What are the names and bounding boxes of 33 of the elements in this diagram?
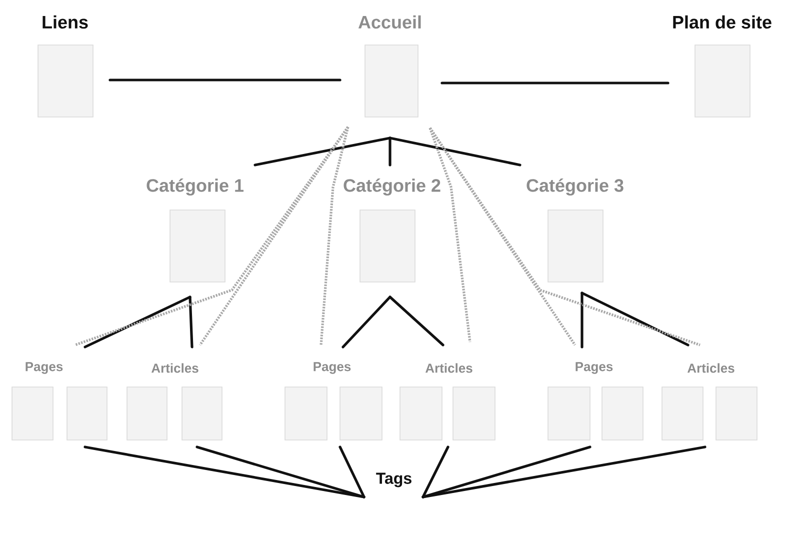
node-heading: Pages: [314, 362, 351, 374]
connector-line: [388, 136, 522, 166]
connector-line: [428, 127, 700, 346]
connector-line: [422, 446, 450, 498]
node-heading: Articles: [152, 363, 198, 373]
connector-line: [422, 446, 706, 498]
node-heading: Catégorie 2: [344, 178, 440, 196]
node-heading: Catégorie 1: [146, 178, 244, 196]
connector-line: [580, 292, 584, 348]
node-heading: Tags: [376, 472, 412, 488]
node-heading: Liens: [42, 15, 88, 29]
connector-line: [580, 292, 690, 346]
connector-line: [422, 446, 592, 498]
connector-line: [108, 78, 342, 82]
connector-line: [254, 136, 392, 166]
connector-line: [338, 446, 366, 498]
connector-line: [440, 82, 670, 84]
connector-line: [188, 296, 194, 348]
connector-line: [320, 126, 350, 346]
connector-line: [198, 126, 350, 346]
node-heading: Articles: [426, 363, 472, 373]
node-heading: Accueil: [358, 15, 421, 29]
node-heading: Pages: [576, 362, 613, 374]
connector-line: [428, 128, 472, 342]
connector-line: [84, 296, 192, 348]
node-heading: Articles: [687, 363, 734, 373]
connector-line: [196, 446, 366, 498]
connector-line: [342, 296, 392, 348]
connector-line: [388, 136, 392, 166]
node-heading: Catégorie 3: [526, 178, 624, 196]
node-heading: Plan de site: [673, 15, 772, 29]
connector-line: [388, 296, 444, 346]
node-heading: Pages: [26, 362, 63, 374]
